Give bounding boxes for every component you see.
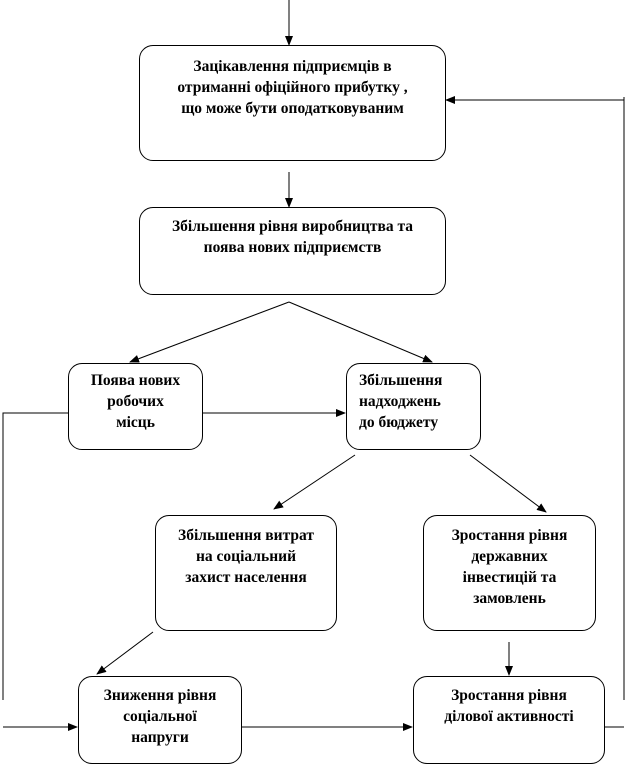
arrow-production-to-budget [288, 301, 433, 363]
node-investment: Зростання рівня державних інвестицій та … [423, 515, 596, 631]
node-budget: Збільшення надходжень до бюджету [346, 363, 481, 450]
node-production: Збільшення рівня виробництва та поява но… [139, 207, 446, 295]
arrow-budget-to-investment [469, 454, 547, 513]
arrow-production-to-jobs [129, 301, 290, 363]
arrow-social-to-tension [96, 631, 154, 675]
node-business: Зростання рівня ділової активності [413, 676, 605, 764]
node-social-spending: Збільшення витрат на соціальний захист н… [155, 515, 337, 631]
node-interest: Зацікавлення підприємців в отриманні офі… [139, 45, 446, 161]
node-jobs: Поява нових робочих місць [68, 363, 203, 450]
arrow-budget-to-social [273, 454, 356, 510]
node-tension: Зниження рівня соціальної напруги [78, 676, 242, 764]
line-jobs-left-loop [2, 412, 68, 700]
